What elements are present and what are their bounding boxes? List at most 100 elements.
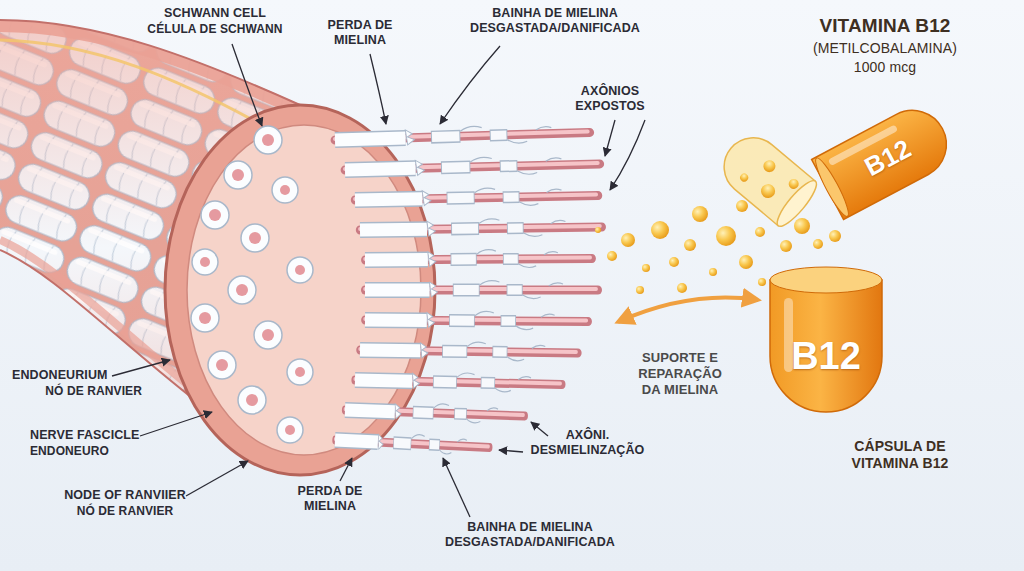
damaged-nerve-fibers <box>345 155 600 179</box>
fiber-cross-sections <box>191 304 219 332</box>
leader-lines <box>440 46 500 124</box>
part-label: 1000 mcg <box>780 59 990 76</box>
open-capsule-half <box>761 158 778 175</box>
support-arrow <box>618 298 758 322</box>
capsule-outline <box>770 280 882 412</box>
fiber-cross-sections <box>200 257 210 267</box>
damaged-nerve-fibers <box>345 401 525 425</box>
product-title: VITAMINA B12 <box>780 14 990 37</box>
leader-lines <box>340 458 352 481</box>
fiber-cross-sections <box>241 224 269 252</box>
leader-lines <box>140 412 212 436</box>
leader-lines <box>499 450 523 452</box>
damaged-nerve-fibers <box>360 218 602 239</box>
part-label: ENDONEURIUM <box>12 368 142 383</box>
vitamin-bubbles <box>642 264 650 272</box>
fiber-cross-sections <box>208 351 236 379</box>
nerve-trunk <box>0 40 262 125</box>
vitamin-bubbles <box>636 286 644 294</box>
vitamin-bubbles <box>684 239 696 251</box>
part-label: PERDA DE MIELINA <box>288 484 372 515</box>
damaged-nerve-fibers <box>335 123 590 149</box>
leader-lines <box>232 44 262 126</box>
leader-lines <box>443 458 470 517</box>
open-capsule-half <box>739 172 750 183</box>
vitamin-bubbles <box>755 227 765 237</box>
part-label: AXÔNI. DESMIELINZAÇÃO <box>525 428 650 459</box>
open-capsule-half <box>787 177 801 191</box>
fiber-cross-sections <box>272 177 298 203</box>
part-label: CÉLULA DE SCHWANN <box>140 22 290 37</box>
fiber-cross-sections <box>262 134 274 146</box>
leader-lines <box>370 54 386 124</box>
vitamin-bubbles <box>716 226 736 246</box>
fiber-cross-sections <box>287 359 313 385</box>
leader-lines <box>531 422 548 436</box>
vitamin-bubbles <box>669 257 679 267</box>
part-label: ENDONEURO <box>30 444 180 459</box>
damaged-nerve-fibers <box>335 431 491 457</box>
part-label: PERDA DE MIELINA <box>318 18 402 49</box>
vitamin-bubbles <box>595 227 601 233</box>
fiber-cross-sections <box>249 232 261 244</box>
fiber-cross-sections <box>295 367 305 377</box>
capsule-outline <box>812 98 959 219</box>
vitamin-capsule: B12 <box>770 262 882 412</box>
fiber-cross-sections <box>285 425 295 435</box>
fiber-cross-sections <box>238 386 266 414</box>
part-label: NODE OF RANVIIER <box>50 488 200 503</box>
fiber-cross-sections <box>228 276 256 304</box>
nerve-trunk <box>0 20 300 475</box>
vitamin-bubbles <box>621 233 635 247</box>
fiber-cross-sections <box>192 249 218 275</box>
damaged-nerve-fibers <box>365 311 588 331</box>
fiber-cross-sections <box>191 126 313 443</box>
fiber-cross-sections <box>262 329 274 341</box>
part-label: NÓ DE RANVIER <box>50 504 200 519</box>
fiber-cross-sections <box>232 169 244 181</box>
leader-lines <box>186 461 248 496</box>
fiber-cross-sections <box>254 321 282 349</box>
fiber-cross-sections <box>246 394 258 406</box>
fiber-cross-sections <box>277 417 303 443</box>
fiber-cross-sections <box>254 126 282 154</box>
part-label: (METILCOBALAMINA) <box>780 40 990 57</box>
vitamin-bubbles <box>651 221 669 239</box>
damaged-nerve-fibers <box>365 249 592 269</box>
nerve-trunk <box>0 20 300 475</box>
part-label: NERVE FASCICLE <box>30 428 180 443</box>
vitamin-bubbles <box>692 206 708 222</box>
vitamin-bubbles <box>758 278 766 286</box>
damaged-nerve-fibers <box>355 371 562 394</box>
damaged-nerve-fibers <box>335 123 602 456</box>
nerve-trunk <box>0 20 300 475</box>
fiber-cross-sections <box>295 265 305 275</box>
part-label: BAINHA DE MIELINA DESGASTADA/DANIFICADA <box>430 6 680 37</box>
part-label: NÓ DE RANVIER <box>12 384 142 399</box>
open-capsule-half <box>712 126 821 231</box>
vitamin-bubbles <box>813 239 823 249</box>
fiber-cross-sections <box>280 185 290 195</box>
fiber-cross-sections <box>199 312 211 324</box>
vitamin-bubbles <box>829 230 841 242</box>
damaged-nerve-fibers <box>355 186 598 209</box>
part-label: AXÔNIOS EXPOSTOS <box>560 84 660 115</box>
fiber-cross-sections <box>201 201 229 229</box>
fiber-cross-sections <box>224 161 252 189</box>
leader-lines <box>610 120 645 190</box>
leader-lines <box>605 120 615 156</box>
nerve-trunk <box>0 20 300 105</box>
damaged-nerve-fibers <box>365 281 598 299</box>
fiber-cross-sections <box>236 284 248 296</box>
vitamin-bubbles <box>780 240 792 252</box>
vitamin-bubbles <box>709 268 717 276</box>
open-capsule-half <box>758 181 778 201</box>
part-label: SCHWANN CELL <box>140 6 290 21</box>
part-label: BAINHA DE MIELINA DESGASTADA/DANIFICADA <box>400 520 660 551</box>
leader-lines <box>112 360 170 376</box>
part-label: SUPORTE E REPARAÇÃO DA MIELINA <box>632 350 728 398</box>
vitamin-bubbles <box>794 218 810 234</box>
fiber-cross-sections <box>287 257 313 283</box>
vitamin-bubbles <box>739 255 753 269</box>
